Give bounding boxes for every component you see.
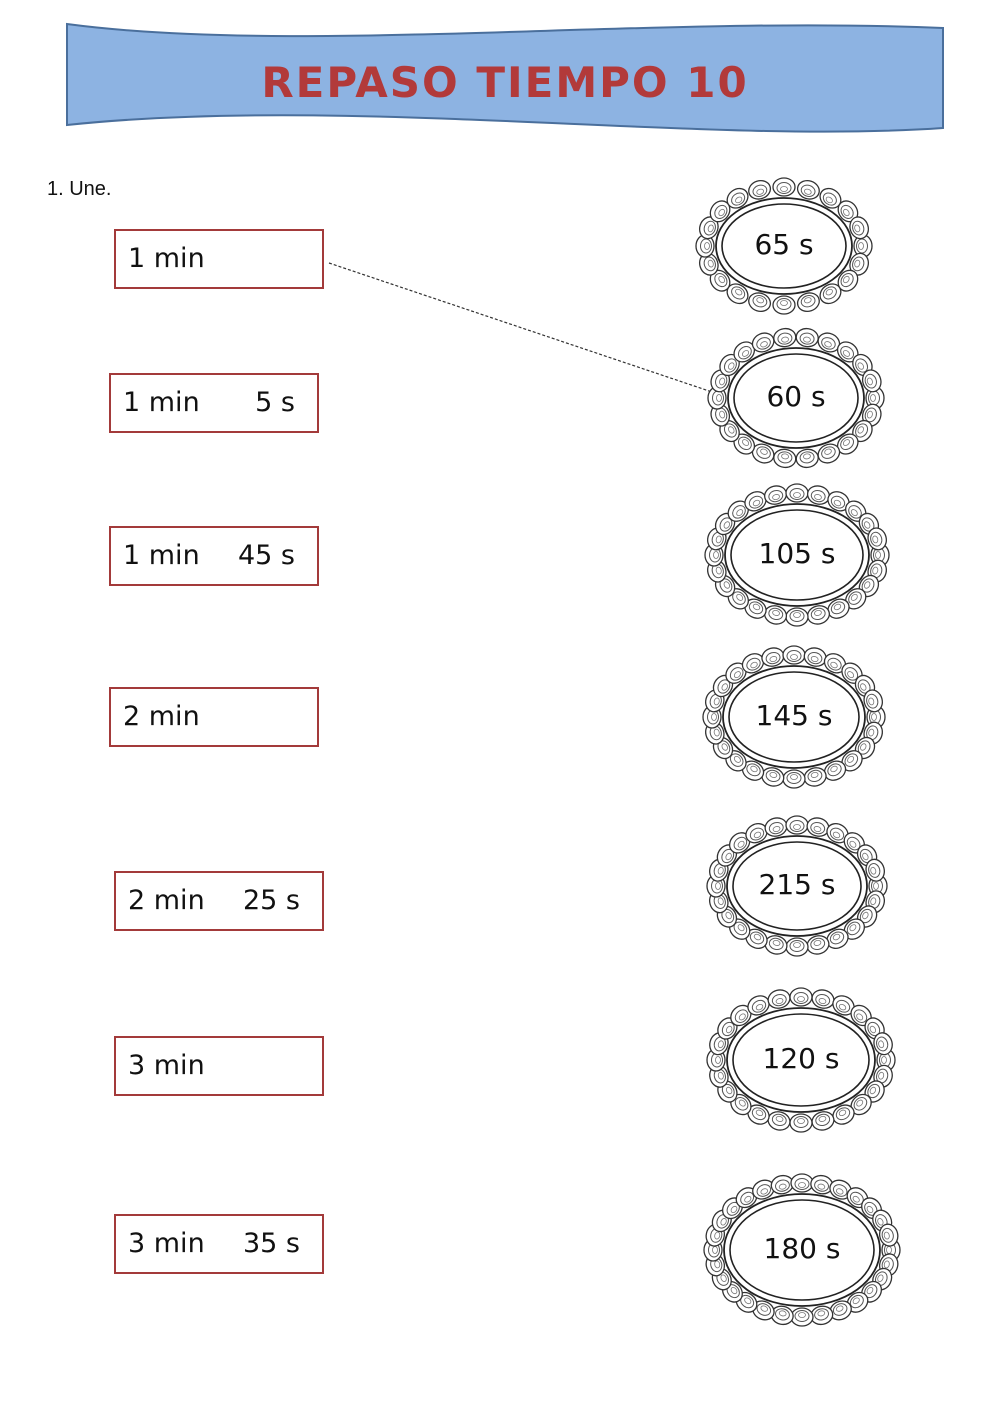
- time-box-minutes: 2 min: [128, 885, 205, 916]
- seconds-flower-7[interactable]: 180 s: [698, 1168, 906, 1332]
- time-box-seconds: 5 s: [255, 387, 295, 418]
- seconds-label: 120 s: [762, 1042, 840, 1075]
- seconds-label: 180 s: [763, 1232, 841, 1265]
- time-box-seconds: 35 s: [242, 1228, 300, 1259]
- time-box-minutes: 1 min: [123, 540, 200, 571]
- seconds-label: 65 s: [754, 228, 814, 261]
- time-box-minutes: 1 min: [123, 387, 200, 418]
- banner-shape: [66, 22, 944, 133]
- seconds-flower-1[interactable]: 65 s: [690, 172, 878, 320]
- flower-frame-shape: [706, 815, 888, 957]
- seconds-label: 145 s: [755, 699, 833, 732]
- flower-frame-shape: [706, 987, 896, 1133]
- time-box-minutes: 1 min: [128, 243, 205, 274]
- time-box-seconds: 25 s: [242, 885, 300, 916]
- time-box-4[interactable]: 2 min: [109, 687, 319, 747]
- flower-frame-shape: [707, 327, 885, 469]
- time-box-minutes: 3 min: [128, 1050, 205, 1081]
- match-line-1: [328, 262, 719, 395]
- seconds-label: 215 s: [758, 868, 836, 901]
- seconds-flower-3[interactable]: 105 s: [699, 478, 895, 632]
- time-box-7[interactable]: 3 min 35 s: [114, 1214, 324, 1274]
- time-box-2[interactable]: 1 min 5 s: [109, 373, 319, 433]
- seconds-flower-4[interactable]: 145 s: [697, 640, 891, 794]
- flower-frame-shape: [702, 645, 886, 789]
- flower-frame-shape: [703, 1173, 901, 1327]
- time-box-5[interactable]: 2 min 25 s: [114, 871, 324, 931]
- title-banner: [66, 22, 944, 133]
- seconds-flower-6[interactable]: 120 s: [701, 982, 901, 1138]
- flower-frame-shape: [695, 177, 873, 315]
- exercise-instruction: 1. Une.: [47, 178, 112, 200]
- time-box-3[interactable]: 1 min 45 s: [109, 526, 319, 586]
- seconds-flower-5[interactable]: 215 s: [701, 810, 893, 962]
- time-box-minutes: 3 min: [128, 1228, 205, 1259]
- seconds-flower-2[interactable]: 60 s: [702, 322, 890, 474]
- page-title: REPASO TIEMPO 10: [261, 58, 749, 107]
- time-box-seconds: 45 s: [237, 540, 295, 571]
- time-box-minutes: 2 min: [123, 701, 200, 732]
- seconds-label: 105 s: [758, 537, 836, 570]
- time-box-1[interactable]: 1 min: [114, 229, 324, 289]
- time-box-6[interactable]: 3 min: [114, 1036, 324, 1096]
- seconds-label: 60 s: [766, 380, 826, 413]
- flower-frame-shape: [704, 483, 890, 627]
